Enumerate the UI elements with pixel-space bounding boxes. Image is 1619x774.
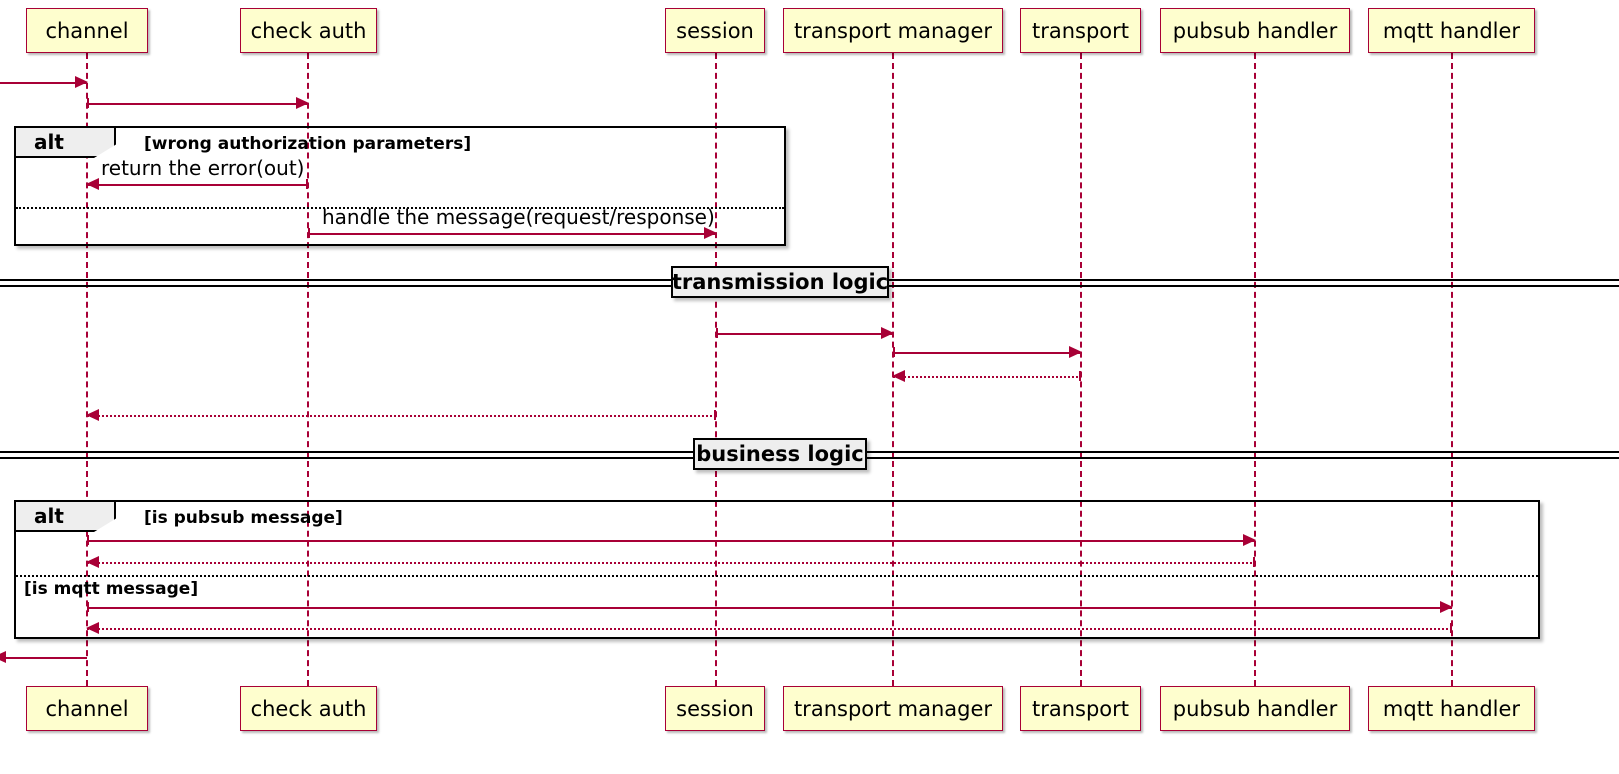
message-origin-stub [1079,371,1081,381]
group-alt-alt1: alt [wrong authorization parameters] [14,126,786,246]
message-line [893,376,1081,378]
participant-top-mqtt_handler[interactable]: mqtt handler [1368,8,1535,53]
group-condition: [wrong authorization parameters] [144,134,472,154]
participant-bottom-channel[interactable]: channel [26,686,148,731]
arrowhead-icon [0,651,6,663]
lifeline-transport_manager [892,53,894,686]
message-label-m3: return the error(out) [101,156,305,180]
message-line [87,184,308,186]
group-else-divider [16,207,784,209]
participant-bottom-transport_manager[interactable]: transport manager [783,686,1003,731]
participant-top-transport_manager[interactable]: transport manager [783,8,1003,53]
message-line [0,657,87,659]
participant-top-check_auth[interactable]: check auth [240,8,377,53]
message-origin-stub [87,535,89,545]
participant-bottom-session[interactable]: session [665,686,765,731]
arrowhead-icon [296,97,309,109]
arrowhead-icon [1440,601,1453,613]
participant-bottom-transport[interactable]: transport [1020,686,1141,731]
message-origin-stub [87,602,89,612]
message-line [87,628,1452,630]
participant-top-channel[interactable]: channel [26,8,148,53]
lifeline-session [715,53,717,686]
group-else-divider [16,575,1538,577]
arrowhead-icon [1069,346,1082,358]
group-condition: [is pubsub message] [144,508,343,528]
participant-bottom-check_auth[interactable]: check auth [240,686,377,731]
message-origin-stub [893,347,895,357]
message-origin-stub [1450,623,1452,633]
group-tab-label: alt [16,502,116,532]
message-line [87,562,1255,564]
participant-top-session[interactable]: session [665,8,765,53]
message-origin-stub [306,179,308,189]
group-tab-label: alt [16,128,116,158]
message-origin-stub [308,228,310,238]
divider-d2: business logic [693,438,867,470]
message-line [308,233,716,235]
arrowhead-icon [75,76,88,88]
lifeline-pubsub_handler [1254,53,1256,686]
lifeline-mqtt_handler [1451,53,1453,686]
arrowhead-icon [704,227,717,239]
message-origin-stub [714,410,716,420]
participant-top-transport[interactable]: transport [1020,8,1141,53]
participant-bottom-mqtt_handler[interactable]: mqtt handler [1368,686,1535,731]
message-origin-stub [87,98,89,108]
lifeline-channel [86,53,88,686]
arrowhead-icon [86,622,99,634]
message-line [0,82,87,84]
message-line [87,415,716,417]
message-line [87,103,308,105]
message-line [87,607,1452,609]
lifeline-check_auth [307,53,309,686]
message-line [87,540,1255,542]
message-origin-stub [1253,557,1255,567]
arrowhead-icon [881,327,894,339]
message-origin-stub [716,328,718,338]
arrowhead-icon [892,370,905,382]
lifeline-transport [1080,53,1082,686]
arrowhead-icon [86,409,99,421]
message-line [716,333,893,335]
arrowhead-icon [1243,534,1256,546]
group-else-condition: [is mqtt message] [24,579,199,599]
participant-bottom-pubsub_handler[interactable]: pubsub handler [1160,686,1350,731]
group-alt-alt2: alt [is pubsub message] [is mqtt message] [14,500,1540,639]
arrowhead-icon [86,556,99,568]
arrowhead-icon [86,178,99,190]
message-line [893,352,1081,354]
message-label-m4: handle the message(request/response) [322,205,715,229]
participant-top-pubsub_handler[interactable]: pubsub handler [1160,8,1350,53]
divider-d1: transmission logic [671,266,889,298]
